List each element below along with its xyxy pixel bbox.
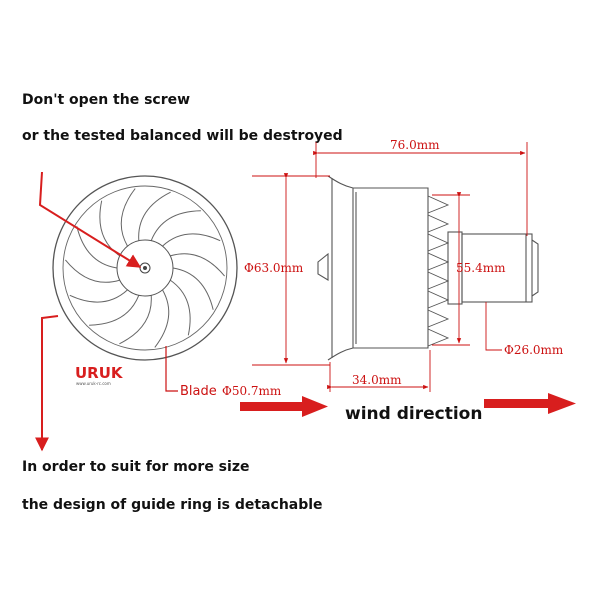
arrow-down-icon — [35, 315, 59, 452]
fan-blade — [172, 267, 214, 310]
stator-vane — [427, 233, 450, 252]
dim-total-length: 76.0mm — [313, 138, 528, 236]
dim-tail-diameter: Φ26.0mm — [485, 302, 564, 357]
motor-diameter-label: 55.4mm — [456, 261, 506, 275]
dim-outer-diameter: Φ63.0mm — [244, 173, 330, 366]
dim-shroud-length: 34.0mm — [327, 350, 431, 392]
outer-shroud-ring — [52, 175, 238, 361]
uruk-logo: URUK www.uruk-rc.com — [75, 364, 124, 386]
intake-lip — [327, 175, 354, 361]
inner-shroud-ring — [62, 185, 228, 351]
stator-vane — [427, 214, 450, 233]
fan-blade — [162, 233, 221, 247]
fan-blade — [154, 289, 170, 348]
motor-can — [461, 233, 533, 303]
intake-nub — [317, 252, 329, 281]
fan-blade — [89, 295, 140, 326]
fan-front-view — [52, 175, 238, 361]
center-screw — [139, 262, 151, 274]
fan-blade — [138, 191, 171, 241]
stator-vane — [427, 290, 450, 309]
stator-vanes — [427, 195, 450, 347]
total-length-label: 76.0mm — [390, 138, 440, 152]
fan-blade — [65, 259, 120, 283]
stator-vane — [427, 309, 450, 328]
fan-blade — [120, 188, 136, 247]
fan-blade — [119, 295, 152, 345]
dim-motor-diameter: 55.4mm — [432, 192, 506, 346]
stator-vane — [427, 328, 450, 347]
arrow-right-icon — [484, 393, 576, 414]
note-guide-ring-info: the design of guide ring is detachable — [22, 497, 323, 513]
stator-vane — [427, 271, 450, 290]
pointer-arrow-icon — [38, 171, 142, 268]
stator-vane — [427, 195, 450, 214]
screw-dot — [143, 266, 147, 270]
fan-blade — [69, 289, 128, 303]
logo-tagline: www.uruk-rc.com — [76, 381, 111, 386]
fan-blade — [76, 226, 118, 269]
duct-body — [353, 187, 429, 349]
blade-label: Blade — [180, 384, 217, 399]
note-balance-warning: or the tested balanced will be destroyed — [22, 128, 343, 144]
stator-vane — [427, 252, 450, 271]
shroud-length-label: 34.0mm — [352, 373, 402, 387]
note-size-info: In order to suit for more size — [22, 459, 250, 475]
fan-side-view — [317, 175, 539, 361]
fan-blade — [150, 210, 201, 241]
blade-callout: Blade Φ50.7mm — [165, 346, 282, 399]
wind-direction: wind direction — [240, 393, 576, 424]
tail-diameter-label: Φ26.0mm — [504, 343, 564, 357]
note-screw-warning: Don't open the screw — [22, 92, 191, 108]
blade-diameter-label: Φ50.7mm — [222, 384, 282, 398]
fan-blade — [169, 279, 191, 336]
arrow-right-icon — [240, 396, 328, 417]
wind-direction-label: wind direction — [345, 404, 482, 424]
fan-blade — [170, 253, 225, 277]
logo-text: URUK — [75, 364, 124, 382]
outer-diameter-label: Φ63.0mm — [244, 261, 304, 275]
